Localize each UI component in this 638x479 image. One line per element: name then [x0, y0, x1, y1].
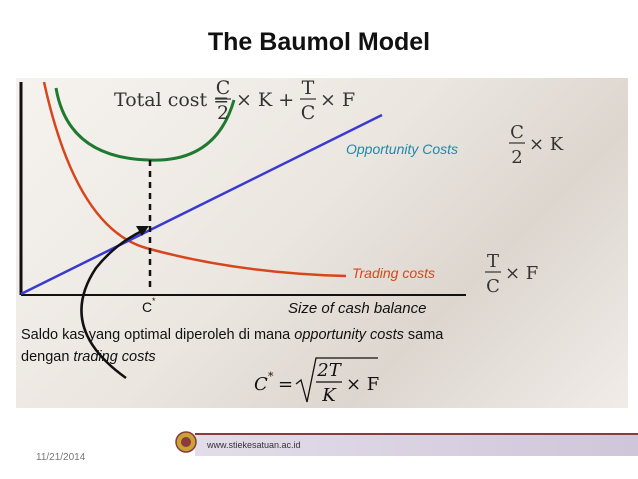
trading-costs-label: Trading costs [352, 265, 435, 281]
note-line2-a: dengan [21, 349, 73, 365]
opp-den: 2 [511, 147, 522, 168]
baumol-svg: Total cost = C 2 × K + T C × F Opportuni… [19, 78, 564, 406]
note-line-2: dengan trading costs [21, 349, 156, 365]
formula-lhs: C [254, 374, 268, 395]
optimal-c-formula: C * = 2T K × F [254, 357, 379, 406]
tc-term1-op: × K + [236, 89, 294, 111]
tc-term2-op: × F [320, 89, 355, 111]
footer-date: 11/21/2014 [36, 452, 86, 463]
formula-den: K [321, 385, 337, 406]
opp-op: × K [529, 134, 564, 155]
trd-op: × F [505, 263, 538, 284]
tc-term2-num: T [302, 78, 315, 99]
footer-url: www.stiekesatuan.ac.id [207, 440, 301, 450]
formula-op: × F [346, 374, 379, 395]
formula-sup: * [268, 370, 274, 383]
tc-term2-den: C [301, 102, 316, 124]
tc-term1-den: 2 [217, 102, 229, 124]
note-line1-a: Saldo kas yang optimal diperoleh di mana [21, 327, 294, 343]
trading-costs-curve [42, 81, 347, 278]
total-cost-label: Total cost = [114, 89, 229, 111]
opportunity-costs-label: Opportunity Costs [346, 141, 458, 157]
cstar-tick-sup: * [152, 296, 156, 306]
opportunity-formula: C 2 × K [509, 122, 564, 168]
trading-formula: T C × F [485, 251, 538, 297]
note-line1-b: opportunity costs [294, 327, 404, 343]
slide-title: The Baumol Model [207, 28, 431, 56]
trd-den: C [486, 276, 500, 297]
baumol-diagram: Total cost = C 2 × K + T C × F Opportuni… [16, 78, 628, 408]
x-axis-label: Size of cash balance [288, 300, 426, 317]
opportunity-costs-line [20, 113, 383, 296]
formula-num: 2T [316, 360, 342, 381]
pointer-arrow [80, 228, 145, 380]
footer-bar [195, 433, 638, 456]
formula-eq: = [278, 374, 293, 395]
pointer-arrowhead [136, 226, 149, 236]
note-line2-b: trading costs [73, 349, 155, 365]
cstar-tick-label: C [142, 299, 152, 315]
opp-num: C [510, 122, 524, 143]
sqrt-sign [295, 357, 378, 403]
tc-term1-num: C [216, 78, 231, 99]
trd-num: T [487, 251, 499, 272]
institution-logo-icon [175, 431, 197, 453]
total-cost-formula: Total cost = C 2 × K + T C × F [114, 78, 355, 124]
note-line-1: Saldo kas yang optimal diperoleh di mana… [21, 327, 444, 343]
note-line1-c: sama [404, 327, 444, 343]
